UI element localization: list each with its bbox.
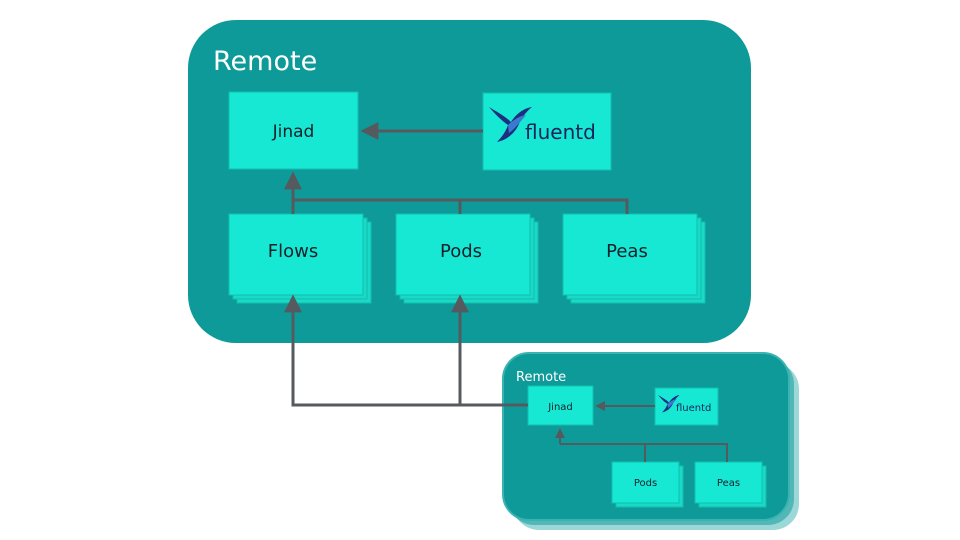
- sub-fluentd-label: fluentd: [676, 403, 711, 414]
- main-flows-node: Flows: [228, 213, 372, 304]
- main-peas-node: Peas: [562, 213, 706, 304]
- sub-jinad-node: Jinad: [527, 385, 594, 426]
- sub-pods-peas-bus: [644, 443, 728, 462]
- main-peas-box: [562, 213, 698, 296]
- sub-connectors: [555, 401, 728, 462]
- main-jinad-node: Jinad: [228, 91, 359, 170]
- fluentd-bird-icon: [489, 107, 532, 142]
- sub-jinad-label: Jinad: [547, 402, 573, 413]
- main-fluentd-label: fluentd: [525, 120, 596, 144]
- sub-peas-label: Peas: [717, 478, 740, 489]
- main-jinad-box: [228, 91, 359, 170]
- cross-connectors: [284, 294, 528, 407]
- sub-pods-label: Pods: [634, 478, 657, 489]
- main-pods-box: [395, 213, 531, 296]
- sub-peas-box: [694, 461, 763, 504]
- main-remote-panel: Remote Jinad fluentd Flows Po: [188, 20, 751, 343]
- sub-remote-panel: Remote Jinad fluentd Pods Peas: [502, 352, 799, 530]
- main-remote-title: Remote: [213, 46, 317, 77]
- main-pods-label: Pods: [440, 241, 482, 262]
- fluentd-bird-icon-small: [658, 395, 680, 413]
- main-pods-node: Pods: [395, 213, 539, 304]
- main-connectors: [284, 122, 629, 214]
- sub-fluentd-node: fluentd: [654, 387, 719, 426]
- main-jinad-label: Jinad: [272, 122, 315, 142]
- sub-peas-node: Peas: [694, 461, 767, 508]
- main-flows-label: Flows: [268, 241, 318, 262]
- main-fluentd-box: [482, 92, 612, 171]
- main-flows-box: [228, 213, 364, 296]
- sub-fluentd-box: [654, 387, 719, 426]
- sub-remote-title: Remote: [516, 370, 566, 385]
- sub-jinad-to-flows-arrow: [284, 294, 528, 407]
- main-fluentd-node: fluentd: [482, 92, 612, 171]
- sub-pods-node: Pods: [611, 461, 684, 508]
- main-peas-label: Peas: [606, 241, 648, 262]
- sub-pods-box: [611, 461, 680, 504]
